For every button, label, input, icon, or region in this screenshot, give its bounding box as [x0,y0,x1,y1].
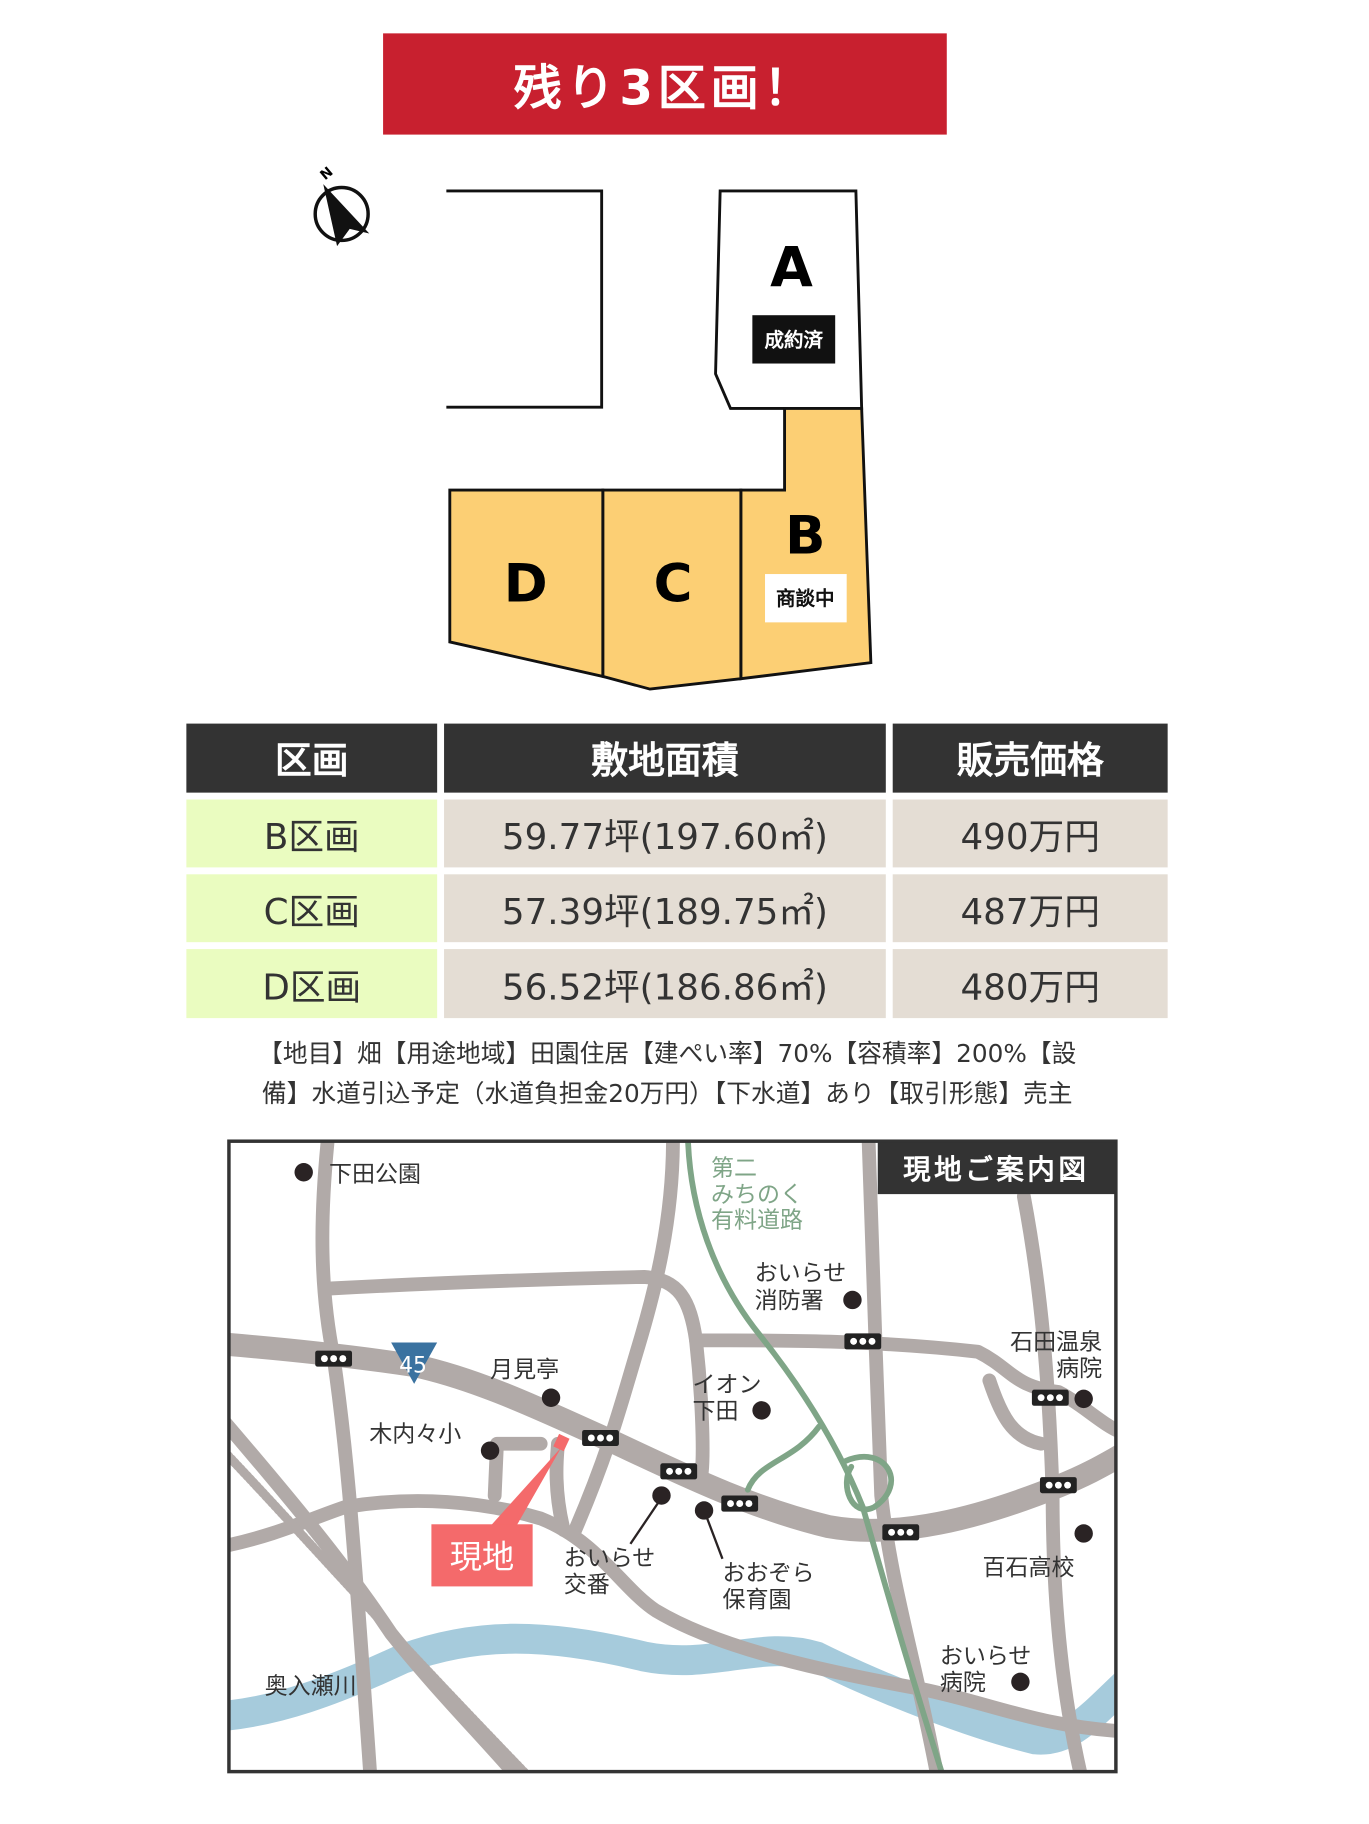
place-pins [294,1163,1093,1692]
label-police-box: 交番 [564,1572,610,1598]
label-onsen-hospital: 石田温泉 [1010,1329,1102,1355]
lot-b-status: 商談中 [776,587,835,610]
route-number: 45 [399,1353,427,1378]
map-title: 現地ご案内図 [903,1153,1089,1186]
pin-icon [652,1486,671,1505]
place-labels: 下田公園 おいらせ 消防署 月見亭 イオン 下田 石田温泉 病院 木内々小 おい… [265,1161,1102,1699]
pin-icon [843,1290,862,1310]
table-row-lot: D区画 [186,949,438,1019]
table-row-area: 59.77坪(197.60㎡) [444,799,886,868]
pin-icon [480,1441,500,1460]
toll-road [685,1141,945,1772]
site-plan: N A 成約済 B 商談中 C D [313,164,873,691]
compass-icon: N [313,164,370,247]
label-park: 下田公園 [329,1161,421,1187]
label-nursery: 保育園 [722,1587,791,1613]
label-hospital: 病院 [940,1670,986,1696]
traffic-signal-icons [315,1333,1077,1541]
label-aeon: 下田 [693,1398,739,1424]
neighbor-lot [446,189,604,409]
lot-c-label: C [654,554,693,615]
route-45-shield-icon: 45 [391,1342,438,1384]
pin-icon [694,1501,714,1520]
label-elementary-school: 木内々小 [369,1421,461,1447]
lot-a-label: A [770,236,813,300]
pin-icon [541,1388,561,1407]
table-row-area: 57.39坪(189.75㎡) [444,874,886,943]
label-high-school: 百石高校 [982,1555,1074,1581]
toll-road-label: 第二 みちのく 有料道路 [711,1156,803,1234]
lot-d[interactable] [448,488,605,679]
railway [228,1449,531,1772]
toll-road-label-line: 第二 [711,1156,757,1182]
label-onsen-hospital: 病院 [1056,1356,1102,1382]
table-row-lot: B区画 [186,799,438,868]
table-row-lot: C区画 [186,874,438,943]
map-title-box [877,1142,1116,1195]
header-lot: 区画 [186,723,438,793]
toll-road-label-line: みちのく [711,1182,803,1208]
table-row-price: 480万円 [892,949,1168,1019]
label-fire-station: おいらせ [755,1260,847,1286]
toll-road-label-line: 有料道路 [711,1207,803,1233]
label-aeon: イオン [693,1372,762,1398]
lot-b-label: B [785,505,825,566]
table-row-price: 490万円 [892,799,1168,868]
sold-badge [752,315,836,364]
negotiating-badge [765,574,847,623]
remaining-lots-banner: 残り3区画！ [383,33,947,135]
site-label: 現地 [450,1538,514,1576]
river [228,1623,1116,1755]
lot-a-status: 成約済 [764,328,823,351]
pin-icon [1074,1524,1093,1543]
notes-line: 備】水道引込予定（水道負担金20万円）【下水道】あり【取引形態】売主 [261,1080,1073,1109]
pin-icon [1074,1389,1093,1409]
lot-d-label: D [504,554,548,615]
pin-icon [294,1163,313,1182]
pin-icon [1011,1672,1030,1692]
table-row-price: 487万円 [892,874,1168,943]
label-river: 奥入瀬川 [265,1673,357,1699]
label-police-box: おいらせ [564,1546,656,1572]
table-row-area: 56.52坪(186.86㎡) [444,949,886,1019]
notes-line: 【地目】畑【用途地域】田園住居【建ぺい率】70%【容積率】200%【設 [258,1039,1077,1069]
label-nursery: おおぞら [722,1561,814,1587]
label-hospital: おいらせ [940,1643,1032,1669]
label-tsukimi: 月見亭 [490,1357,559,1383]
map-frame [227,1139,1118,1774]
pin-icon [752,1401,771,1420]
site-location-icon [553,1433,570,1452]
header-price: 販売価格 [892,723,1168,793]
label-fire-station: 消防署 [755,1288,824,1314]
property-notes: 【地目】畑【用途地域】田園住居【建ぺい率】70%【容積率】200%【設 備】水道… [190,1034,1145,1115]
header-area: 敷地面積 [444,723,886,793]
